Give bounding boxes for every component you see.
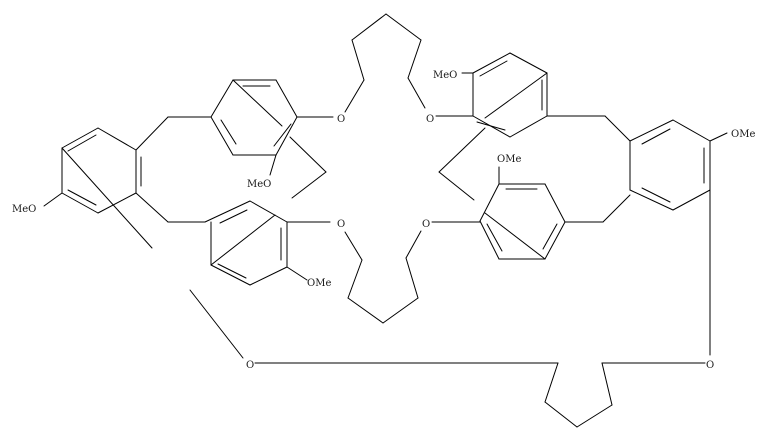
label-meo-upper-left: MeO [247,179,271,190]
ring-upper-right [435,52,631,201]
label-ome-right: OMe [731,129,755,140]
label-meo-left: MeO [12,204,36,215]
chain-upper [344,13,426,113]
label-oxygen-1: O [337,114,345,125]
ring-upper-left [210,79,334,199]
chain-lower [344,230,422,324]
label-ome-lower-right: OMe [497,154,521,165]
ring-right [629,119,728,356]
atom-labels: MeO MeO OMe MeO OMe OMe O O O O O O [12,70,755,371]
label-oxygen-6: O [706,360,714,371]
ring-lower-right [431,166,631,260]
label-ome-lower-left: OMe [307,278,331,289]
label-oxygen-4: O [422,219,430,230]
chain-bottom [254,362,706,428]
ring-left [43,127,153,249]
label-meo-upper-right: MeO [433,70,457,81]
label-oxygen-2: O [426,114,434,125]
label-oxygen-3: O [337,219,345,230]
label-oxygen-5: O [246,360,254,371]
ring-lower-left [189,200,331,359]
